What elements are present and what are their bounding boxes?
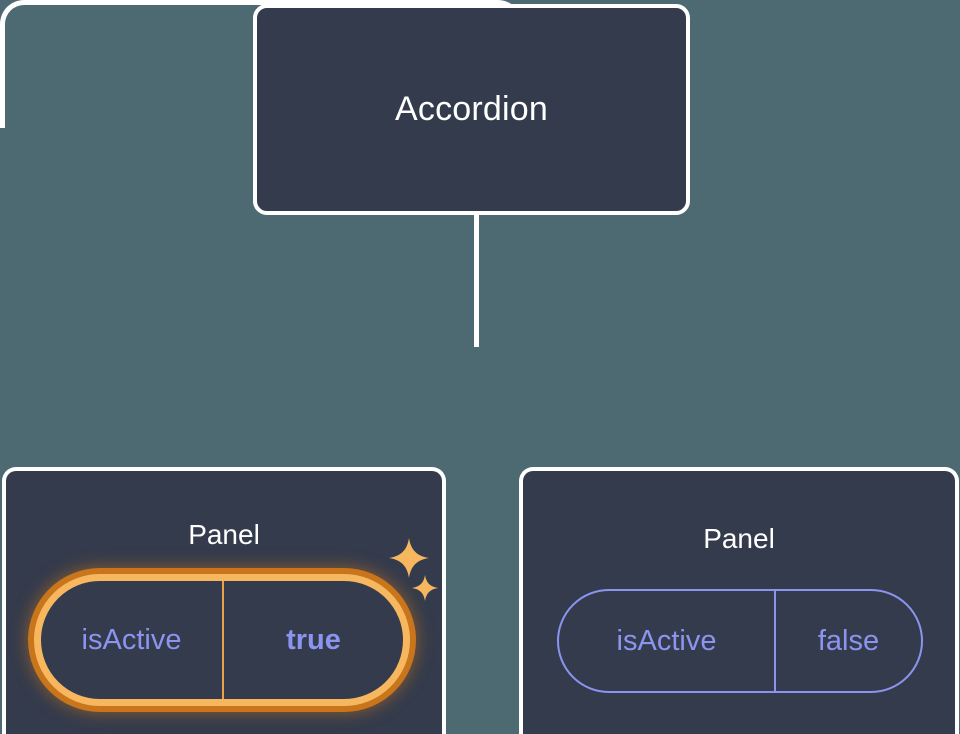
node-panel-right-title: Panel xyxy=(703,523,775,554)
node-accordion[interactable]: Accordion xyxy=(253,4,690,215)
sparkle-small-icon xyxy=(412,575,438,601)
prop-pill-isactive-false[interactable]: isActive false xyxy=(557,589,923,693)
node-panel-left-title: Panel xyxy=(188,519,260,550)
prop-value-label: true xyxy=(222,581,403,699)
prop-key-label: isActive xyxy=(81,623,182,656)
prop-pill-isactive-true[interactable]: isActive true xyxy=(34,574,410,706)
prop-key-label: isActive xyxy=(616,624,717,657)
node-accordion-title: Accordion xyxy=(395,90,548,128)
prop-value-label: false xyxy=(774,591,921,691)
edge-root-to-branch xyxy=(474,213,479,347)
sparkle-large-icon xyxy=(389,538,429,578)
